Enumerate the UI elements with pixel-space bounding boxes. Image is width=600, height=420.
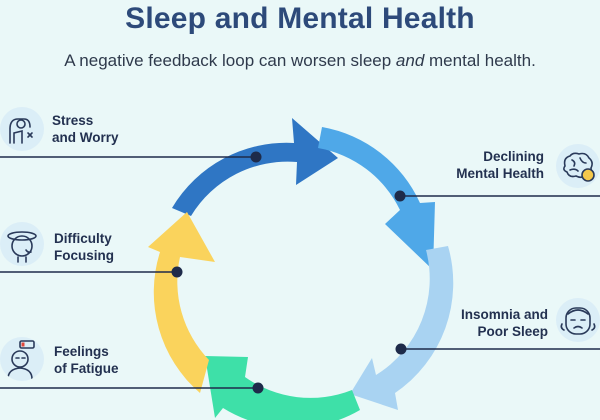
subtitle-after: mental health. (424, 51, 536, 70)
page-title: Sleep and Mental Health (125, 2, 475, 35)
stress-icon (0, 107, 44, 151)
tired-person-icon (0, 337, 44, 381)
arrow-stress (172, 118, 338, 216)
connector-dot-focusing (171, 266, 183, 278)
arrow-insomnia (350, 246, 454, 410)
page-subtitle: A negative feedback loop can worsen slee… (0, 51, 600, 71)
brain-icon (556, 144, 600, 188)
connector-dot-insomnia (395, 343, 407, 355)
connector-dot-declining (394, 190, 406, 202)
subtitle-emphasis: and (395, 51, 425, 70)
sleepless-face-icon (556, 298, 600, 342)
arrow-fatigue (205, 356, 360, 420)
arrow-difficulty-focusing (148, 212, 215, 393)
connector-dot-fatigue (252, 382, 264, 394)
dizzy-head-icon (0, 222, 44, 266)
connector-dot-stress (250, 151, 262, 163)
subtitle-before: A negative feedback loop can worsen slee… (64, 51, 396, 70)
arrow-declining-mental-health (318, 127, 435, 270)
